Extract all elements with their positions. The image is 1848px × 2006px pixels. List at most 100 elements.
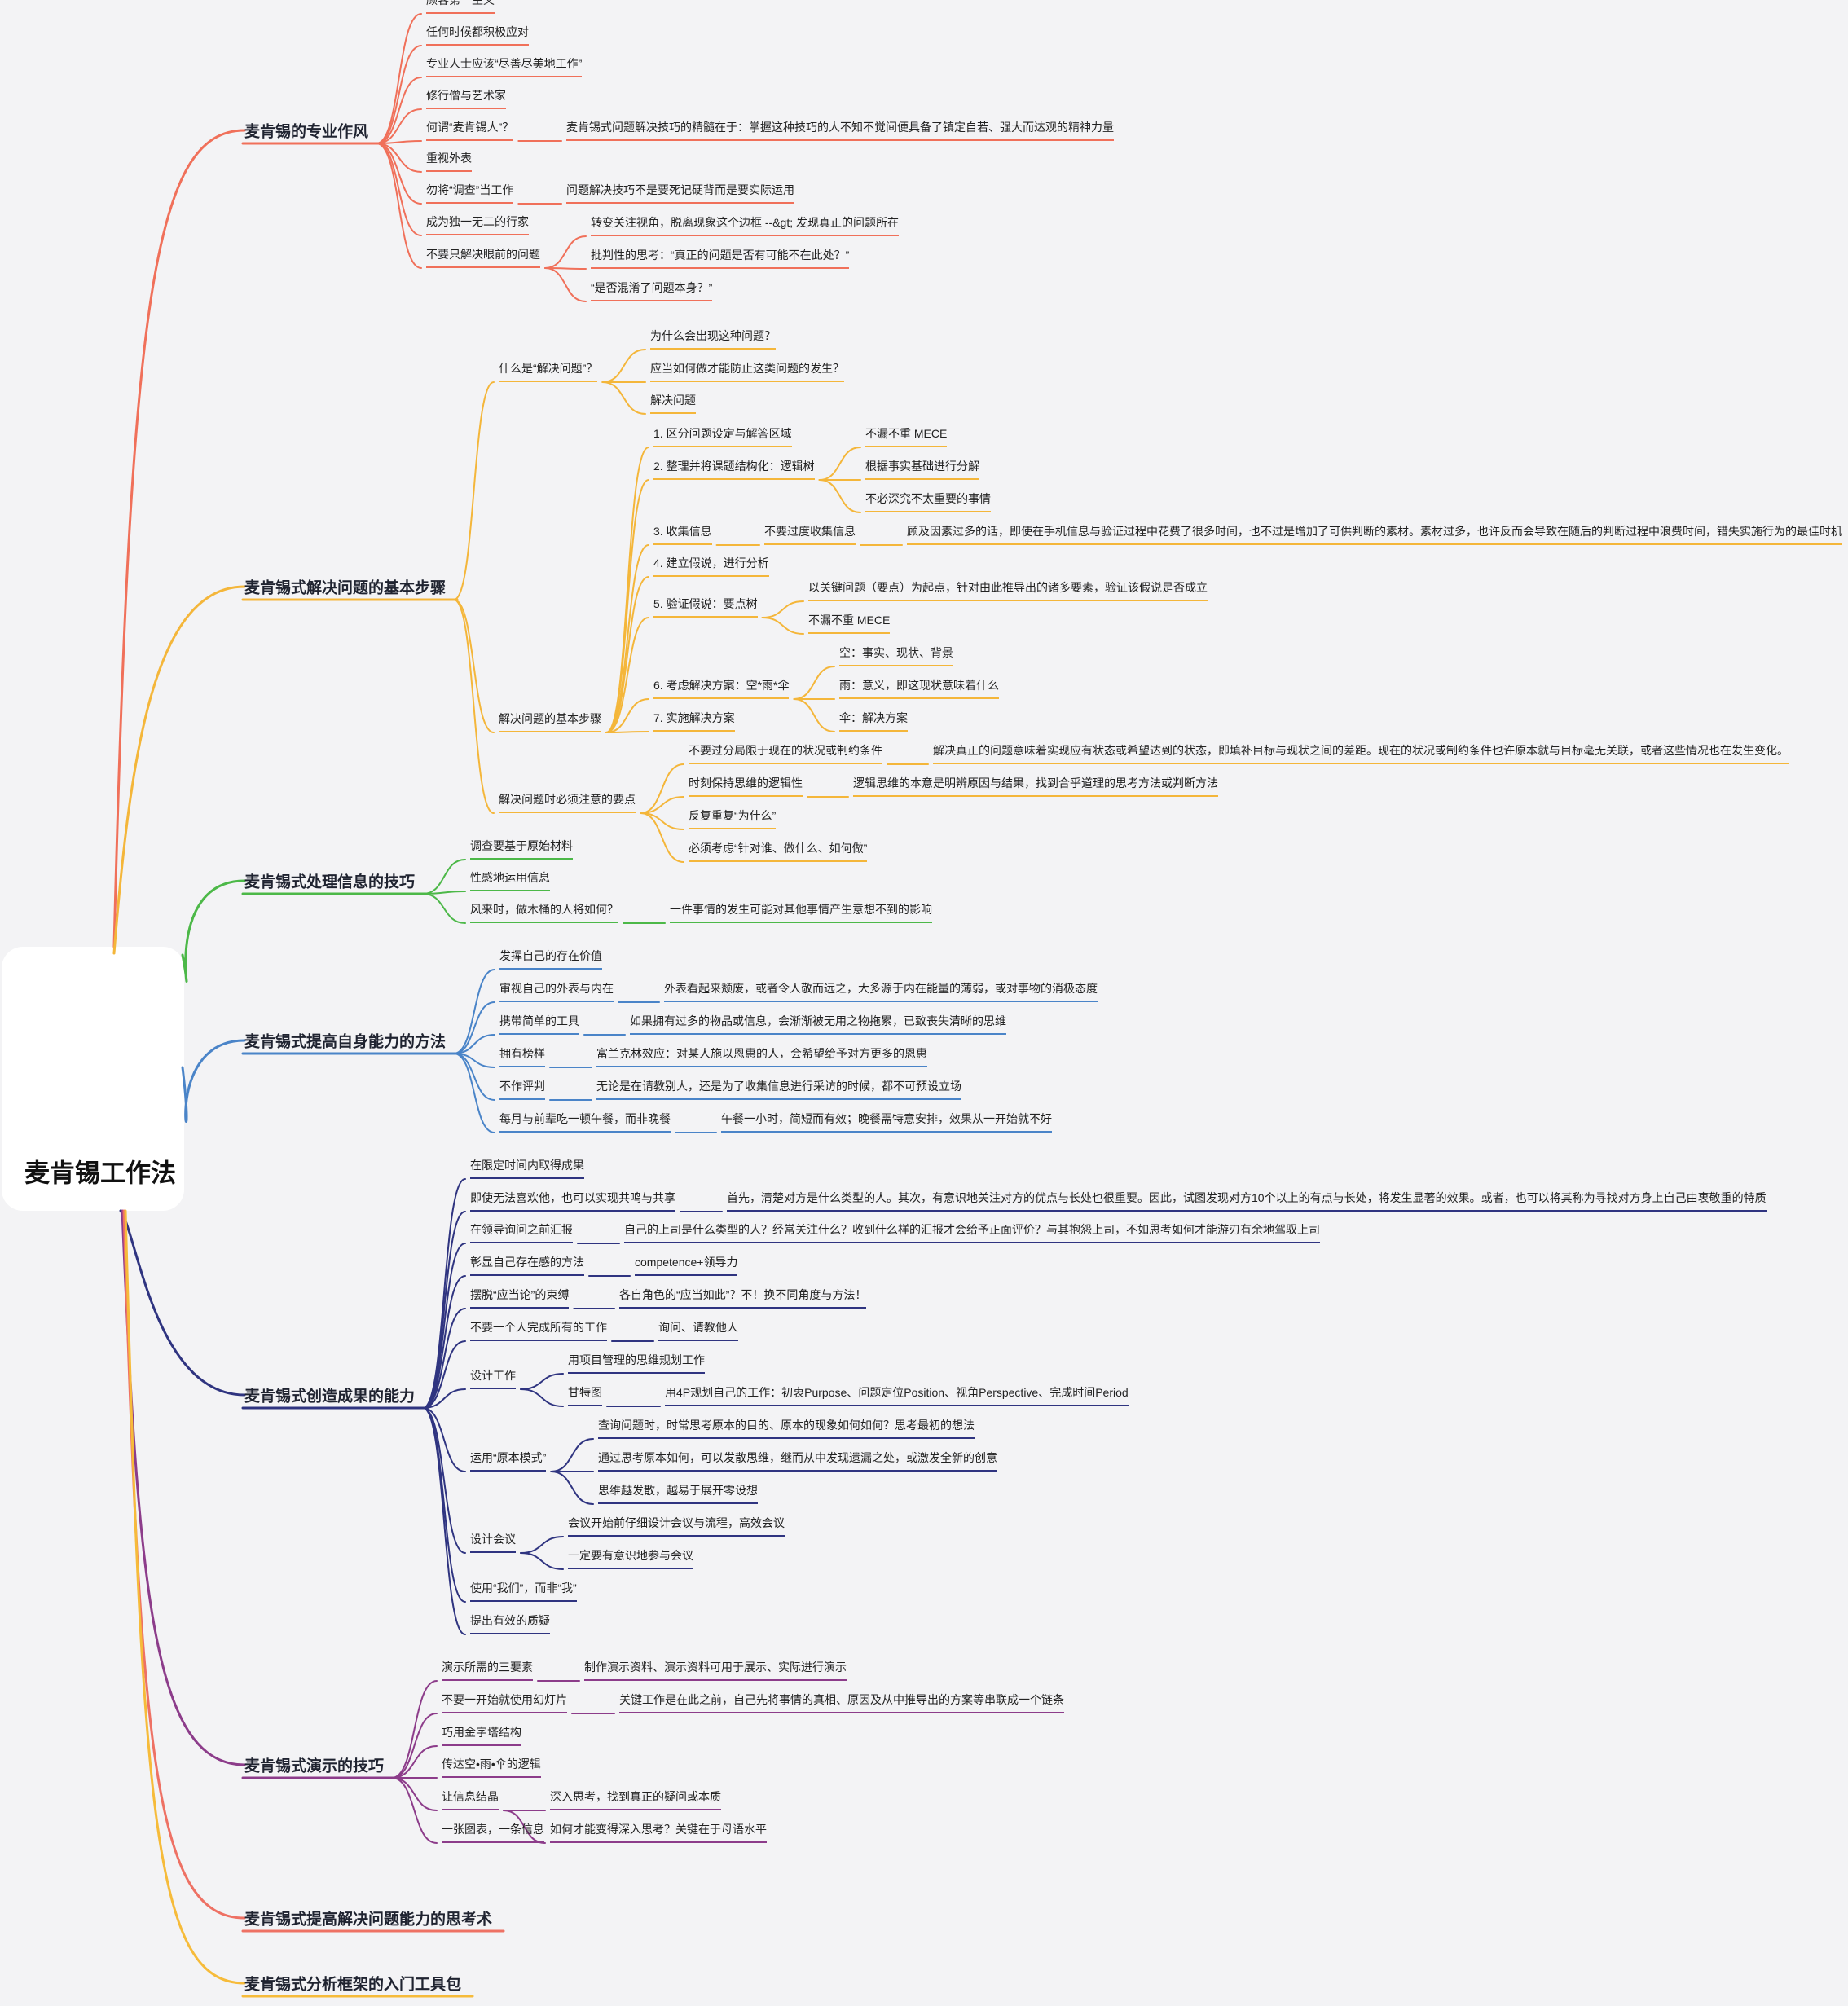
branch-2[interactable]: 麦肯锡式处理信息的技巧 [244, 873, 416, 891]
node-b4-3-0[interactable]: competence+领导力 [635, 1254, 738, 1276]
node-b4-7-0[interactable]: 查询问题时，时常思考原本的目的、原本的现象如何如何？思考最初的想法 [598, 1417, 975, 1439]
node-b1-1-6[interactable]: 7. 实施解决方案 [653, 710, 735, 732]
node-b0-8-2[interactable]: “是否混淆了问题本身？” [591, 279, 713, 301]
node-b0-0[interactable]: 顾客第一主义 [426, 0, 495, 14]
node-b4-6-1[interactable]: 甘特图 [568, 1384, 602, 1406]
node-b1-1-5-0[interactable]: 空：事实、现状、背景 [839, 644, 953, 666]
node-b4-6-1-0[interactable]: 用4P规划自己的工作：初衷Purpose、问题定位Position、视角Pers… [665, 1384, 1129, 1406]
node-b1-1-1-0[interactable]: 不漏不重 MECE [865, 425, 948, 447]
branch-0[interactable]: 麦肯锡的专业作风 [244, 123, 369, 141]
node-b4-6-0[interactable]: 用项目管理的思维规划工作 [568, 1352, 705, 1374]
node-b1-1-5[interactable]: 6. 考虑解决方案：空*雨*伞 [653, 677, 790, 699]
node-b2-0[interactable]: 调查要基于原始材料 [470, 838, 573, 860]
node-b4-7-1[interactable]: 通过思考原本如何，可以发散思维，继而从中发现遗漏之处，或激发全新的创意 [598, 1450, 997, 1472]
node-b1-1-4[interactable]: 5. 验证假说：要点树 [653, 596, 758, 618]
node-b4-5-0[interactable]: 询问、请教他人 [658, 1319, 738, 1341]
node-b5-1[interactable]: 不要一开始就使用幻灯片 [442, 1691, 567, 1713]
node-b1-1-1-2[interactable]: 不必深究不太重要的事情 [865, 491, 991, 512]
node-b1-1-3[interactable]: 4. 建立假说，进行分析 [653, 555, 769, 577]
node-b3-0[interactable]: 发挥自己的存在价值 [499, 948, 602, 970]
node-b5-0[interactable]: 演示所需的三要素 [442, 1659, 533, 1681]
node-b4-6[interactable]: 设计工作 [470, 1367, 516, 1389]
branch-5[interactable]: 麦肯锡式演示的技巧 [244, 1757, 385, 1775]
node-b5-1-0[interactable]: 关键工作是在此之前，自己先将事情的真相、原因及从中推导出的方案等串联成一个链条 [619, 1691, 1064, 1713]
node-b4-9[interactable]: 使用“我们”，而非“我” [470, 1580, 577, 1602]
node-b3-2[interactable]: 携带简单的工具 [499, 1013, 579, 1035]
node-b5-0-0[interactable]: 制作演示资料、演示资料可用于展示、实际进行演示 [584, 1659, 847, 1681]
node-b4-5[interactable]: 不要一个人完成所有的工作 [470, 1319, 607, 1341]
node-b0-8-1[interactable]: 批判性的思考：“真正的问题是否有可能不在此处？” [591, 247, 850, 269]
node-b4-4[interactable]: 摆脱“应当论”的束缚 [470, 1287, 570, 1309]
node-b3-1-0[interactable]: 外表看起来颓废，或者令人敬而远之，大多源于内在能量的薄弱，或对事物的消极态度 [664, 980, 1098, 1002]
node-b1-0[interactable]: 什么是“解决问题”？ [499, 360, 598, 382]
node-b1-2-1[interactable]: 时刻保持思维的逻辑性 [689, 775, 803, 797]
node-b5-4-1[interactable]: 如何才能变得深入思考？关键在于母语水平 [550, 1821, 767, 1843]
node-b3-5-0[interactable]: 午餐一小时，简短而有效；晚餐需特意安排，效果从一开始就不好 [721, 1111, 1052, 1133]
node-b0-5[interactable]: 重视外表 [426, 150, 472, 172]
node-b1-2-2[interactable]: 反复重复“为什么” [689, 807, 777, 829]
node-b0-6[interactable]: 勿将“调查”当工作 [426, 182, 514, 204]
branch-6[interactable]: 麦肯锡式提高解决问题能力的思考术 [244, 1911, 493, 1929]
node-b1-1-4-1[interactable]: 不漏不重 MECE [808, 612, 891, 634]
node-b1-1-2-0-0[interactable]: 顾及因素过多的话，即使在手机信息与验证过程中花费了很多时间，也不过是增加了可供判… [907, 523, 1842, 545]
branch-7[interactable]: 麦肯锡式分析框架的入门工具包 [244, 1976, 462, 1994]
branch-4[interactable]: 麦肯锡式创造成果的能力 [244, 1388, 416, 1406]
node-b4-0[interactable]: 在限定时间内取得成果 [470, 1157, 584, 1179]
node-b4-4-0[interactable]: 各自角色的“应当如此”？不！换不同角度与方法！ [619, 1287, 867, 1309]
node-b0-4-0[interactable]: 麦肯锡式问题解决技巧的精髓在于：掌握这种技巧的人不知不觉间便具备了镇定自若、强大… [566, 119, 1114, 141]
node-b1-2-0-0[interactable]: 解决真正的问题意味着实现应有状态或希望达到的状态，即填补目标与现状之间的差距。现… [933, 742, 1789, 764]
node-b1-1-2[interactable]: 3. 收集信息 [653, 523, 712, 545]
node-b2-2[interactable]: 风来时，做木桶的人将如何？ [470, 901, 618, 923]
node-b3-3-0[interactable]: 富兰克林效应：对某人施以恩惠的人，会希望给予对方更多的恩惠 [596, 1045, 927, 1067]
root-node[interactable] [2, 947, 184, 1211]
node-b4-10[interactable]: 提出有效的质疑 [470, 1612, 550, 1634]
node-b2-2-0[interactable]: 一件事情的发生可能对其他事情产生意想不到的影响 [670, 901, 932, 923]
node-b3-2-0[interactable]: 如果拥有过多的物品或信息，会渐渐被无用之物拖累，已致丧失清晰的思维 [630, 1013, 1006, 1035]
node-b1-2-1-0[interactable]: 逻辑思维的本意是明辨原因与结果，找到合乎道理的思考方法或判断方法 [853, 775, 1218, 797]
node-b1-0-0[interactable]: 为什么会出现这种问题？ [650, 328, 776, 350]
node-b4-8-1[interactable]: 一定要有意识地参与会议 [568, 1547, 693, 1569]
node-b1-1-5-2[interactable]: 伞：解决方案 [839, 710, 908, 732]
node-b1-1[interactable]: 解决问题的基本步骤 [499, 710, 601, 732]
node-b1-2-0[interactable]: 不要过分局限于现在的状况或制约条件 [689, 742, 882, 764]
node-b5-3[interactable]: 传达空•雨•伞的逻辑 [442, 1756, 541, 1778]
node-b5-5[interactable]: 一张图表，一条信息 [442, 1821, 544, 1843]
node-b4-8[interactable]: 设计会议 [470, 1531, 516, 1553]
node-b0-8[interactable]: 不要只解决眼前的问题 [426, 246, 540, 268]
node-b1-2-3[interactable]: 必须考虑“针对谁、做什么、如何做” [689, 840, 868, 862]
node-b0-6-0[interactable]: 问题解决技巧不是要死记硬背而是要实际运用 [566, 182, 794, 204]
node-b1-1-1[interactable]: 2. 整理并将课题结构化：逻辑树 [653, 458, 815, 480]
node-b1-0-2[interactable]: 解决问题 [650, 392, 696, 414]
node-b2-1[interactable]: 性感地运用信息 [470, 869, 550, 891]
node-b0-8-0[interactable]: 转变关注视角，脱离现象这个边框 --&gt; 发现真正的问题所在 [591, 214, 900, 236]
node-b0-3[interactable]: 修行僧与艺术家 [426, 87, 506, 109]
node-b3-3[interactable]: 拥有榜样 [499, 1045, 545, 1067]
node-b5-4-0[interactable]: 深入思考，找到真正的疑问或本质 [550, 1788, 721, 1810]
node-b1-2[interactable]: 解决问题时必须注意的要点 [499, 791, 636, 813]
node-b1-1-0[interactable]: 1. 区分问题设定与解答区域 [653, 425, 792, 447]
node-b0-2[interactable]: 专业人士应该“尽善尽美地工作” [426, 55, 583, 77]
node-b3-1[interactable]: 审视自己的外表与内在 [499, 980, 614, 1002]
node-b1-1-2-0[interactable]: 不要过度收集信息 [764, 523, 856, 545]
node-b4-2[interactable]: 在领导询问之前汇报 [470, 1221, 573, 1243]
node-b0-7[interactable]: 成为独一无二的行家 [426, 213, 529, 235]
node-b1-1-1-1[interactable]: 根据事实基础进行分解 [865, 458, 979, 480]
node-b3-5[interactable]: 每月与前辈吃一顿午餐，而非晚餐 [499, 1111, 671, 1133]
node-b1-0-1[interactable]: 应当如何做才能防止这类问题的发生？ [650, 360, 844, 382]
node-b1-1-4-0[interactable]: 以关键问题（要点）为起点，针对由此推导出的诸多要素，验证该假说是否成立 [808, 579, 1208, 601]
node-b5-4[interactable]: 让信息结晶 [442, 1788, 499, 1810]
branch-3[interactable]: 麦肯锡式提高自身能力的方法 [244, 1033, 447, 1051]
node-b3-4[interactable]: 不作评判 [499, 1078, 545, 1100]
node-b5-2[interactable]: 巧用金字塔结构 [442, 1724, 521, 1746]
node-b0-1[interactable]: 任何时候都积极应对 [426, 24, 529, 46]
node-b4-8-0[interactable]: 会议开始前仔细设计会议与流程，高效会议 [568, 1515, 785, 1537]
node-b3-4-0[interactable]: 无论是在请教别人，还是为了收集信息进行采访的时候，都不可预设立场 [596, 1078, 961, 1100]
branch-1[interactable]: 麦肯锡式解决问题的基本步骤 [244, 579, 447, 597]
node-b4-3[interactable]: 彰显自己存在感的方法 [470, 1254, 584, 1276]
node-b4-7-2[interactable]: 思维越发散，越易于展开零设想 [598, 1482, 758, 1504]
node-b0-4[interactable]: 何谓“麦肯锡人”？ [426, 119, 514, 141]
node-b4-7[interactable]: 运用“原本模式” [470, 1450, 547, 1472]
node-b4-1[interactable]: 即使无法喜欢他，也可以实现共鸣与共享 [470, 1190, 675, 1212]
node-b4-2-0[interactable]: 自己的上司是什么类型的人？经常关注什么？收到什么样的汇报才会给予正面评价？与其抱… [624, 1221, 1320, 1243]
node-b1-1-5-1[interactable]: 雨：意义，即这现状意味着什么 [839, 677, 999, 699]
